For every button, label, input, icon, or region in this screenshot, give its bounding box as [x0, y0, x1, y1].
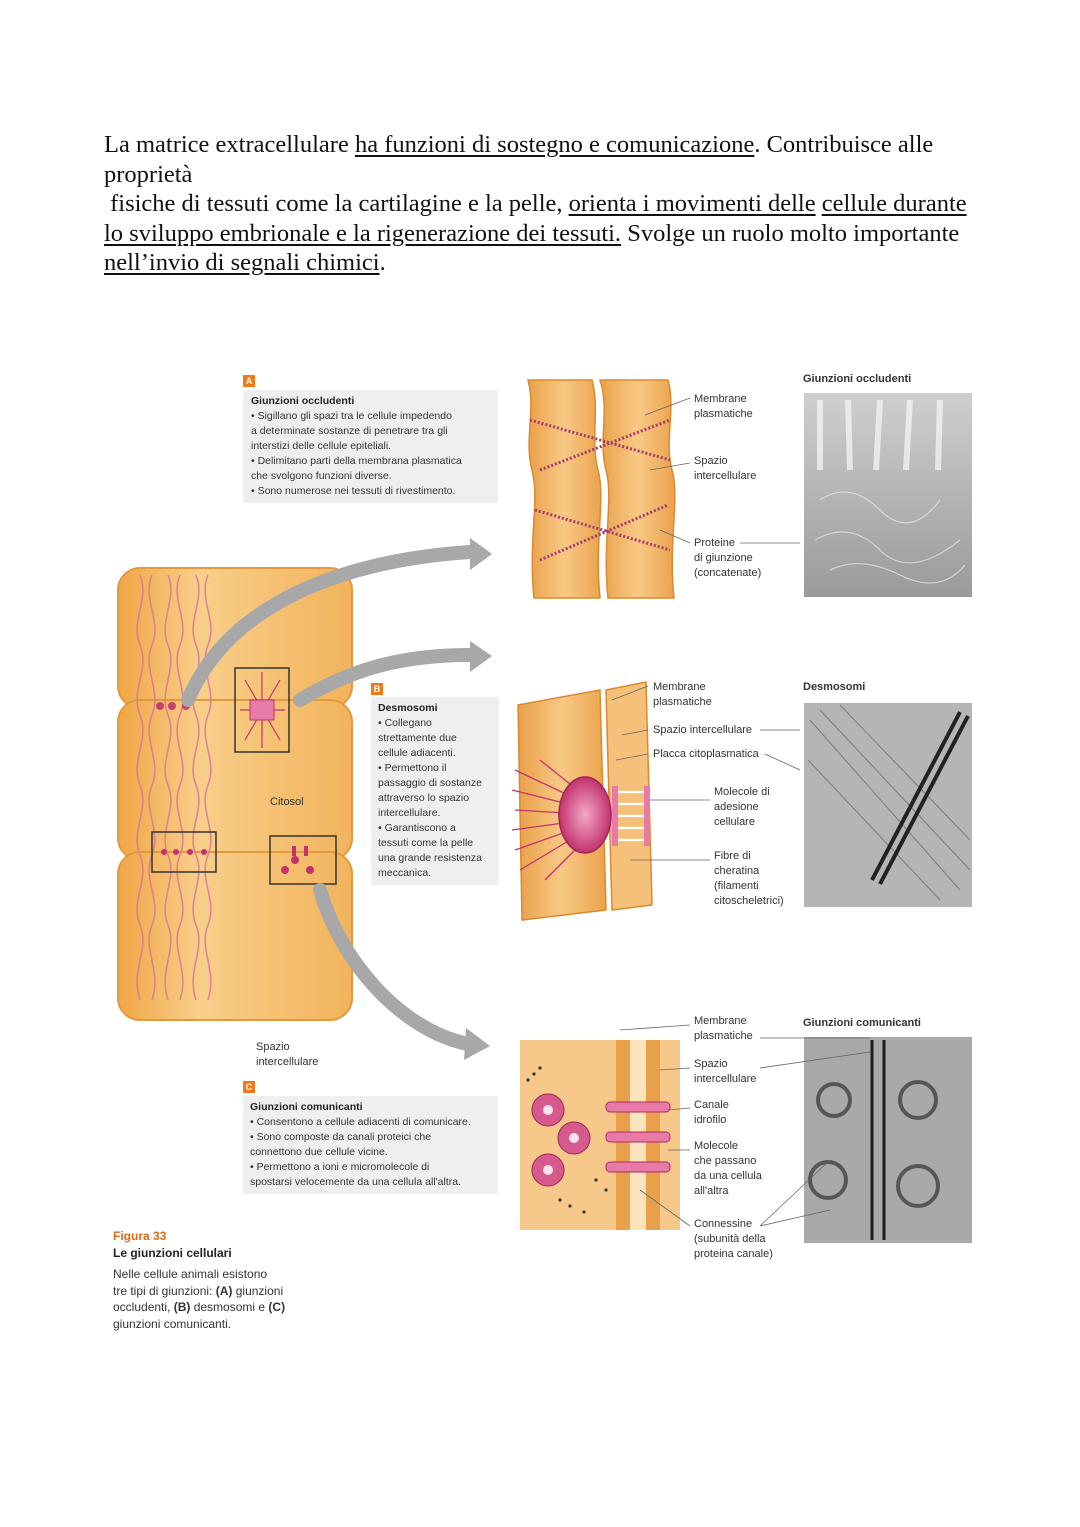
box-a-title: Giunzioni occludenti: [251, 395, 355, 407]
box-giunzioni-comunicanti: Giunzioni comunicanti • Consentono a cel…: [243, 1096, 498, 1194]
gap-junction-illustration: [520, 1040, 680, 1230]
box-b-line: attraverso lo spazio: [378, 792, 470, 804]
box-desmosomi: Desmosomi • Collegano strettamente due c…: [371, 697, 499, 885]
box-a-line: interstizi delle cellule epiteliali.: [251, 440, 392, 452]
box-giunzioni-occludenti: Giunzioni occludenti • Sigillano gli spa…: [243, 390, 498, 503]
box-c-line: • Consentono a cellule adiacenti di comu…: [250, 1116, 471, 1128]
intro-line-5: nell’invio di segnali chimici.: [104, 249, 386, 276]
box-b-line: meccanica.: [378, 867, 432, 879]
box-b-line: passaggio di sostanze: [378, 777, 482, 789]
cell-bottom: [117, 851, 353, 1021]
box-c-line: spostarsi velocemente da una cellula all…: [250, 1176, 461, 1188]
label-desmo-spazio: Spazio intercellulare: [653, 724, 753, 736]
label-citosol: Citosol: [270, 796, 304, 808]
box-a-line: • Sigillano gli spazi tra le cellule imp…: [251, 410, 452, 422]
gap-junction-micrograph: [804, 1037, 972, 1243]
caption-line: Nelle cellule animali esistono: [113, 1267, 268, 1281]
box-a-line: a determinate sostanze di penetrare tra …: [251, 425, 448, 437]
micrographs: [804, 393, 972, 1243]
cytoplasmic-plaque: [558, 776, 612, 854]
box-c-title: Giunzioni comunicanti: [250, 1101, 363, 1113]
desmosome-illustration: [511, 681, 653, 921]
box-a-line: • Sono numerose nei tessuti di rivestime…: [251, 485, 456, 497]
micrograph-title-tight: Giunzioni occludenti: [803, 373, 912, 385]
box-b-line: una grande resistenza: [378, 852, 482, 864]
box-a-line: che svolgono funzioni diverse.: [251, 470, 392, 482]
figure-caption: Figura 33 Le giunzioni cellulari Nelle c…: [113, 1228, 313, 1332]
desmosome-highlight-box: [234, 667, 290, 753]
caption-line: giunzioni comunicanti.: [113, 1316, 232, 1331]
connector-arrows: [181, 545, 477, 1051]
micrograph-title-gap: Giunzioni comunicanti: [803, 1017, 921, 1029]
epithelial-cells-illustration: [117, 567, 353, 1021]
gap-junction-highlight-box: [269, 835, 337, 885]
tight-junction-micrograph: [804, 393, 972, 597]
figure-title: Le giunzioni cellulari: [113, 1245, 232, 1260]
caption-line: occludenti, (B) desmosomi e (C): [113, 1300, 286, 1314]
tight-junction-illustration: [527, 379, 676, 599]
box-b-line: • Garantiscono a: [378, 822, 456, 834]
box-b-line: cellule adiacenti.: [378, 747, 456, 759]
box-b-line: intercellulare.: [378, 807, 441, 819]
label-desmo-placca: Placca citoplasmatica: [653, 748, 759, 760]
box-b-title: Desmosomi: [378, 702, 438, 714]
tag-a: A: [243, 375, 255, 387]
tight-junction-highlight-box: [151, 831, 217, 873]
intro-line-4: lo sviluppo embrionale e la rigenerazion…: [104, 219, 960, 247]
caption-line: tre tipi di giunzioni: (A) giunzioni: [113, 1283, 284, 1298]
micrograph-title-desmo: Desmosomi: [803, 681, 866, 693]
intro-line-1: La matrice extracellulare ha funzioni di…: [104, 131, 934, 158]
box-b-line: • Collegano: [378, 717, 432, 729]
box-c-line: • Permettono a ioni e micromolecole di: [250, 1161, 430, 1173]
box-a-line: • Delimitano parti della membrana plasma…: [251, 455, 462, 467]
box-b-line: • Permettono il: [378, 762, 447, 774]
leader-lines: [611, 397, 871, 1227]
tag-c: C: [243, 1081, 255, 1093]
intro-line-3: fisiche di tessuti come la cartilagine e…: [104, 190, 967, 217]
box-b-line: tessuti come la pelle: [378, 837, 474, 849]
box-c-line: • Sono composte da canali proteici che: [250, 1131, 432, 1143]
box-b-line: strettamente due: [378, 732, 457, 744]
intro-line-2: proprietà: [104, 160, 193, 188]
box-c-line: connettono due cellule vicine.: [250, 1146, 388, 1158]
intro-paragraph: La matrice extracellulare ha funzioni di…: [104, 130, 980, 278]
tag-b: B: [371, 683, 383, 695]
figure-number: Figura 33: [113, 1229, 167, 1243]
